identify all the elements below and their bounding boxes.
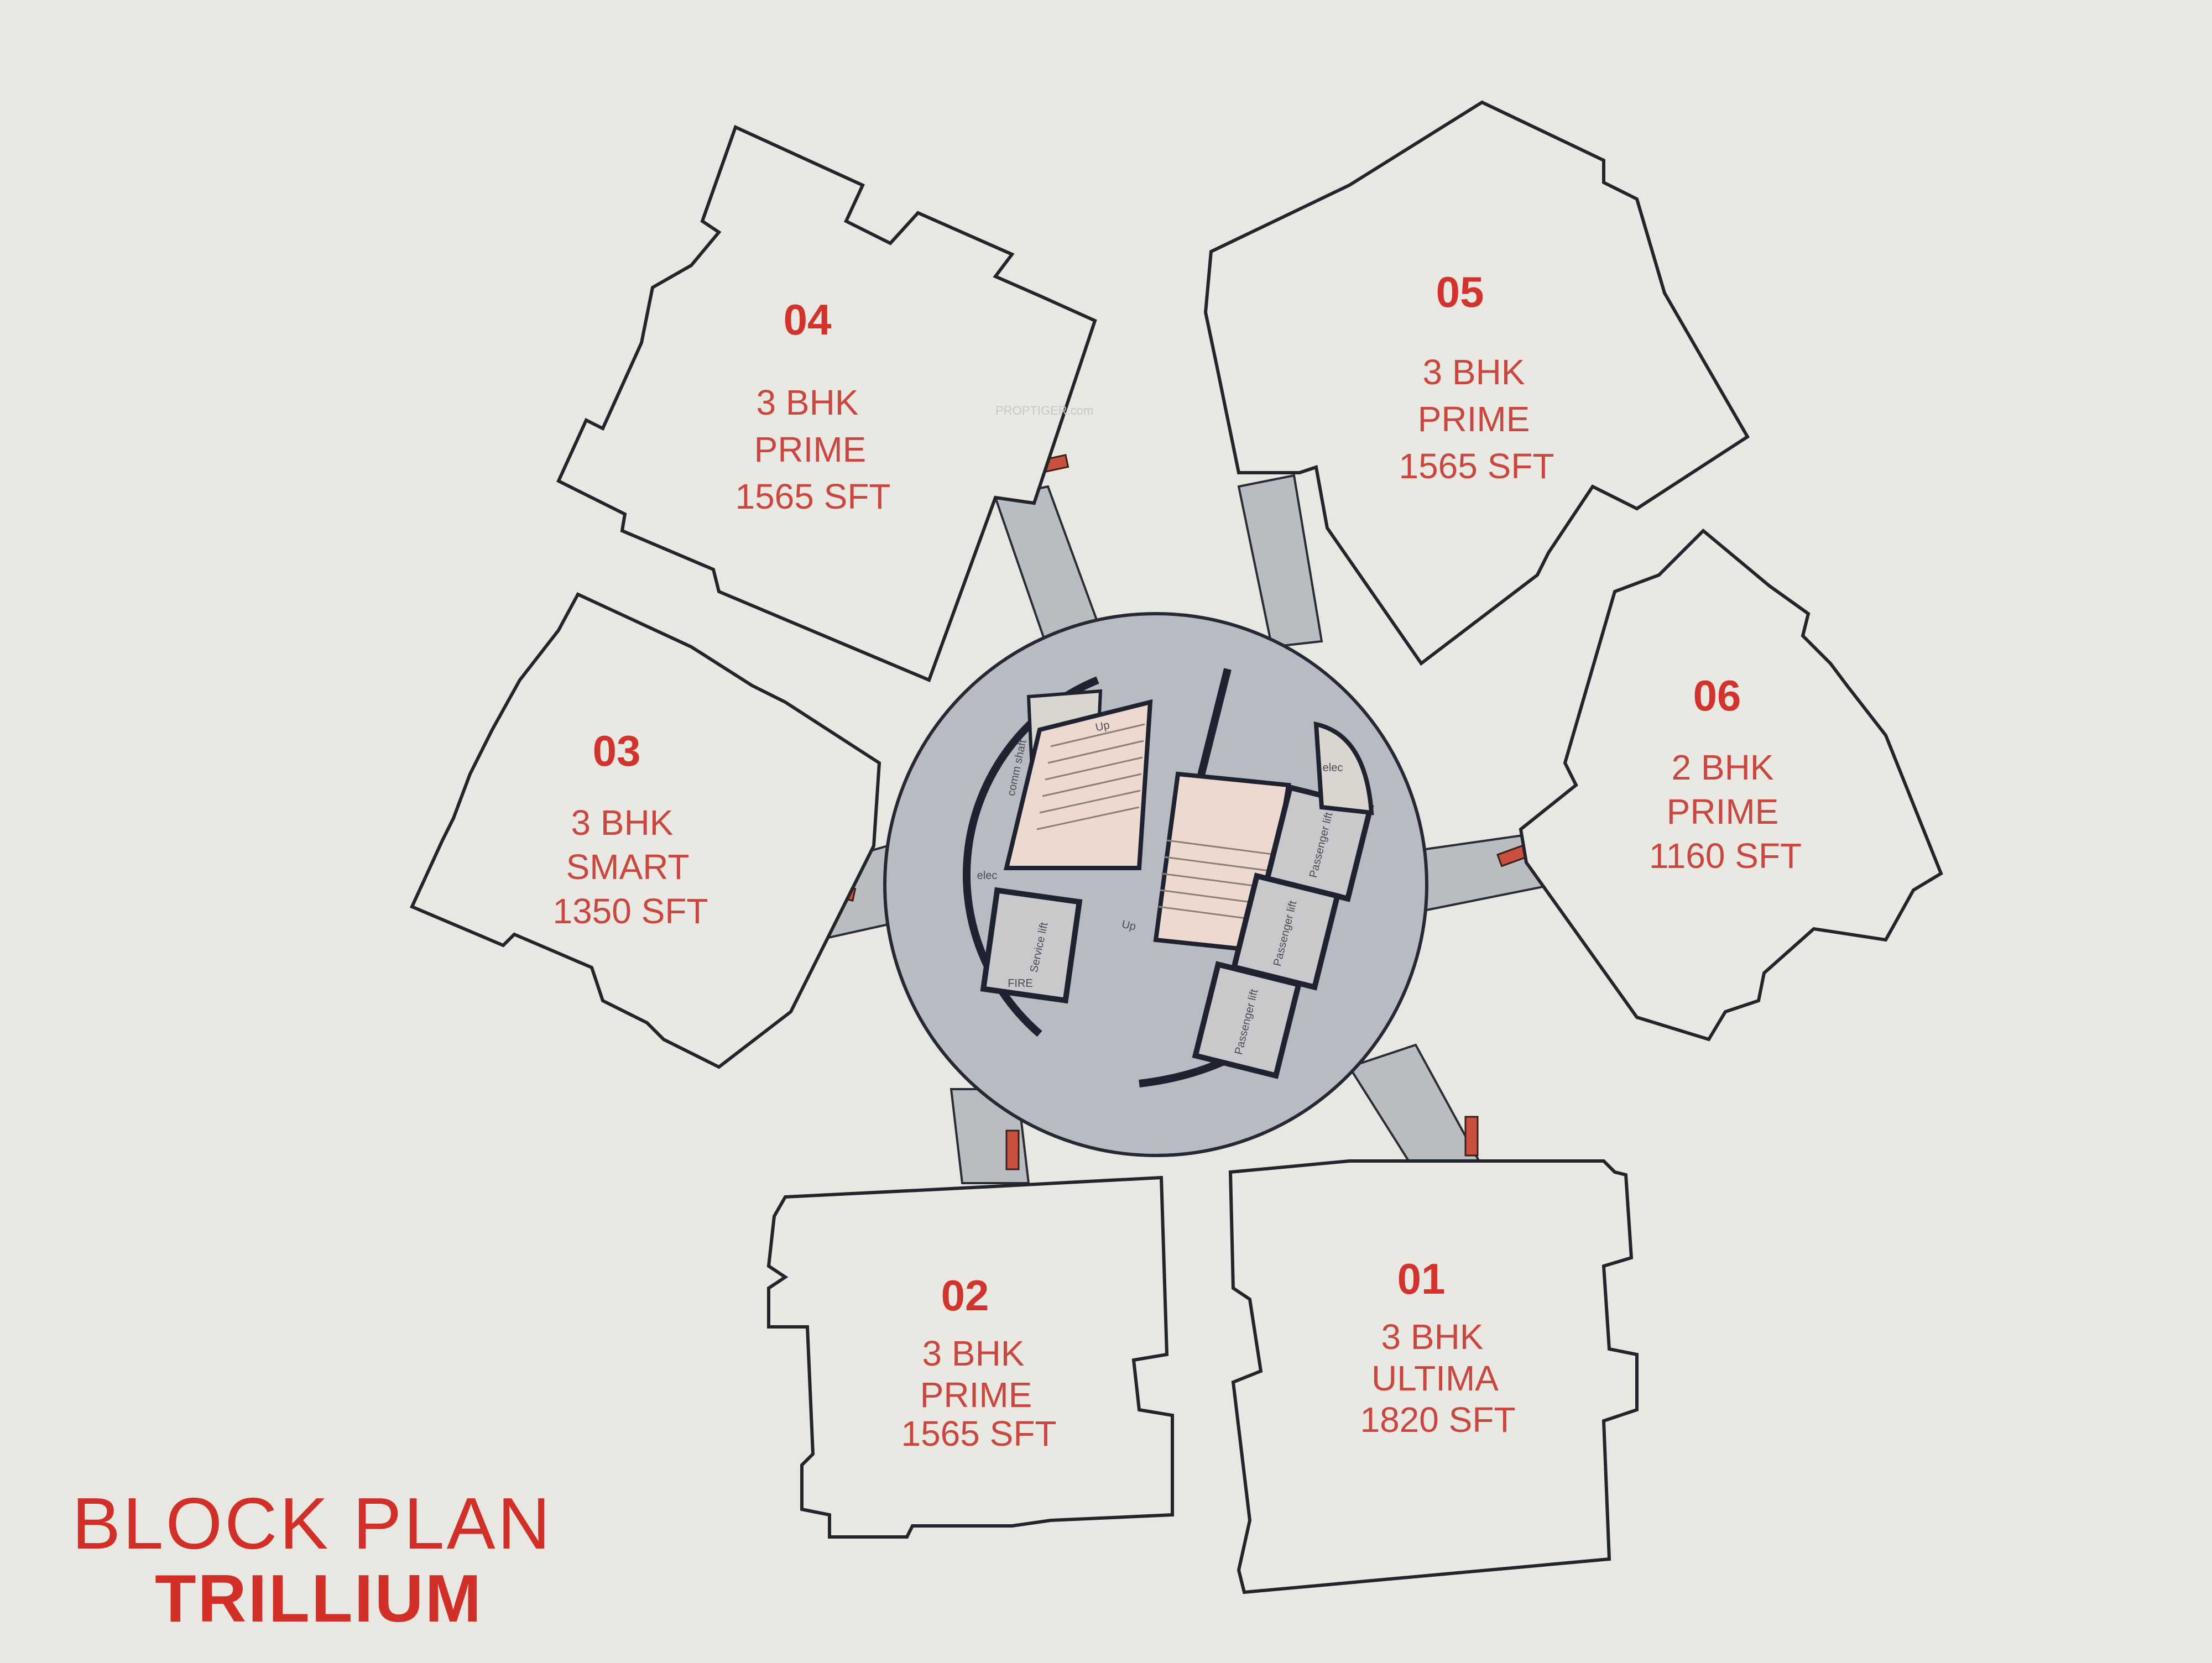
- unit-area: 1350 SFT: [552, 891, 708, 931]
- unit-number: 02: [941, 1271, 989, 1320]
- apartment-03-outline: [409, 592, 881, 1069]
- unit-number: 06: [1693, 671, 1741, 720]
- service-lift: [980, 887, 1083, 1004]
- apartment-06-outline: [1519, 528, 1943, 1042]
- unit-area: 1160 SFT: [1649, 836, 1802, 876]
- elec-room-right: [1313, 721, 1374, 815]
- unit-type: 3 BHK: [571, 803, 674, 843]
- corridor-05: [1237, 474, 1323, 649]
- unit-label-01: 01 3 BHK ULTIMA 1820 SFT: [1360, 1254, 1515, 1440]
- unit-variant: SMART: [566, 847, 690, 887]
- plan-title-line1: BLOCK PLAN: [72, 1483, 552, 1564]
- unit-variant: PRIME: [1418, 399, 1530, 439]
- apartment-01-outline: [1228, 1159, 1639, 1594]
- unit-variant: PRIME: [1667, 792, 1779, 832]
- elec-label-right: elec: [1323, 762, 1343, 774]
- unit-label-04: 04 3 BHK PRIME 1565 SFT: [735, 295, 890, 516]
- stair-up-label-2: Up: [1120, 918, 1137, 933]
- unit-number: 04: [784, 295, 832, 344]
- staircase-left: [1003, 699, 1153, 870]
- unit-label-02: 02 3 BHK PRIME 1565 SFT: [901, 1271, 1056, 1453]
- unit-number: 05: [1436, 268, 1484, 316]
- apartment-02-outline: [766, 1175, 1174, 1539]
- unit-variant: ULTIMA: [1371, 1358, 1499, 1398]
- unit-label-06: 06 2 BHK PRIME 1160 SFT: [1649, 671, 1802, 876]
- unit-variant: PRIME: [920, 1375, 1032, 1415]
- unit-type: 2 BHK: [1672, 747, 1774, 787]
- elec-label-left: elec: [977, 870, 998, 882]
- unit-type: 3 BHK: [1423, 352, 1525, 392]
- unit-type: 3 BHK: [922, 1333, 1025, 1373]
- fire-door: [1464, 1116, 1479, 1157]
- unit-label-05: 05 3 BHK PRIME 1565 SFT: [1399, 268, 1554, 486]
- fire-door: [1005, 1129, 1020, 1170]
- unit-label-03: 03 3 BHK SMART 1350 SFT: [552, 726, 708, 931]
- stair-up-label-1: Up: [1094, 719, 1111, 734]
- plan-title-line2: TRILLIUM: [155, 1561, 483, 1636]
- unit-area: 1565 SFT: [1399, 446, 1554, 486]
- unit-type: 3 BHK: [1381, 1317, 1484, 1357]
- apartment-04-outline: [556, 124, 1097, 682]
- unit-number: 03: [593, 726, 641, 775]
- unit-variant: PRIME: [754, 430, 867, 469]
- apartment-outlines: [409, 100, 1943, 1594]
- plan-title: BLOCK PLAN TRILLIUM: [72, 1483, 552, 1636]
- apartment-05-outline: [1203, 100, 1750, 666]
- watermark: PROPTIGER.com: [995, 404, 1093, 417]
- unit-area: 1565 SFT: [735, 477, 890, 516]
- unit-number: 01: [1397, 1254, 1446, 1303]
- passenger-lift-3: [1192, 961, 1302, 1079]
- lifts: [980, 784, 1374, 1079]
- unit-area: 1565 SFT: [901, 1414, 1056, 1453]
- unit-area: 1820 SFT: [1360, 1400, 1515, 1440]
- fire-label: FIRE: [1008, 977, 1033, 990]
- unit-type: 3 BHK: [757, 383, 859, 422]
